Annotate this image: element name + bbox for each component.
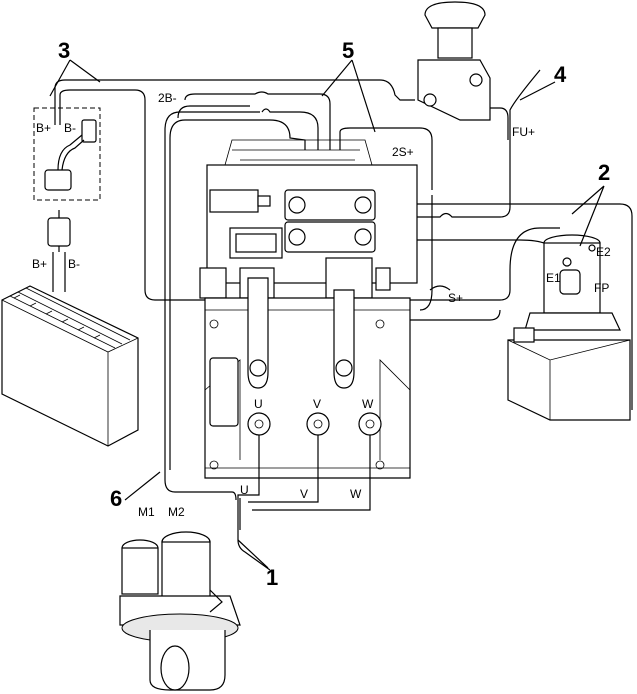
phase-w: W — [350, 487, 362, 501]
callout-leaders — [49, 59, 605, 569]
wire-2s-plus: 2S+ — [392, 145, 414, 159]
phase-v: V — [300, 487, 308, 501]
pump-motor — [507, 234, 631, 421]
battery-neg-bottom: B- — [68, 257, 80, 271]
callout-5: 5 — [342, 38, 354, 63]
pump-fp: FP — [594, 281, 609, 295]
callout-1: 1 — [266, 565, 278, 590]
battery-neg-top: B- — [64, 121, 76, 135]
phase-wires — [237, 435, 371, 571]
battery-connector — [33, 107, 101, 292]
terminal-v: V — [313, 397, 321, 411]
motor-m1: M1 — [138, 505, 155, 519]
callout-6: 6 — [110, 486, 122, 511]
drive-motor — [119, 531, 241, 691]
terminal-u: U — [254, 397, 263, 411]
terminal-w: W — [362, 397, 374, 411]
wire-2b-minus: 2B- — [158, 91, 177, 105]
battery-icon — [1, 285, 139, 447]
motor-m2: M2 — [168, 505, 185, 519]
callout-4: 4 — [554, 62, 567, 87]
callout-3: 3 — [58, 38, 70, 63]
main-harness — [54, 79, 433, 501]
phase-u: U — [240, 483, 249, 497]
controller-body — [204, 277, 411, 479]
battery-pos-bottom: B+ — [32, 257, 47, 271]
wire-s-plus: S+ — [448, 291, 463, 305]
controller — [199, 139, 418, 299]
battery-pos-top: B+ — [36, 121, 51, 135]
wire-fu-plus: FU+ — [512, 125, 535, 139]
pump-e2: E2 — [596, 245, 611, 259]
callout-2: 2 — [598, 160, 610, 185]
pump-e1: E1 — [546, 271, 561, 285]
emergency-switch — [417, 1, 491, 121]
